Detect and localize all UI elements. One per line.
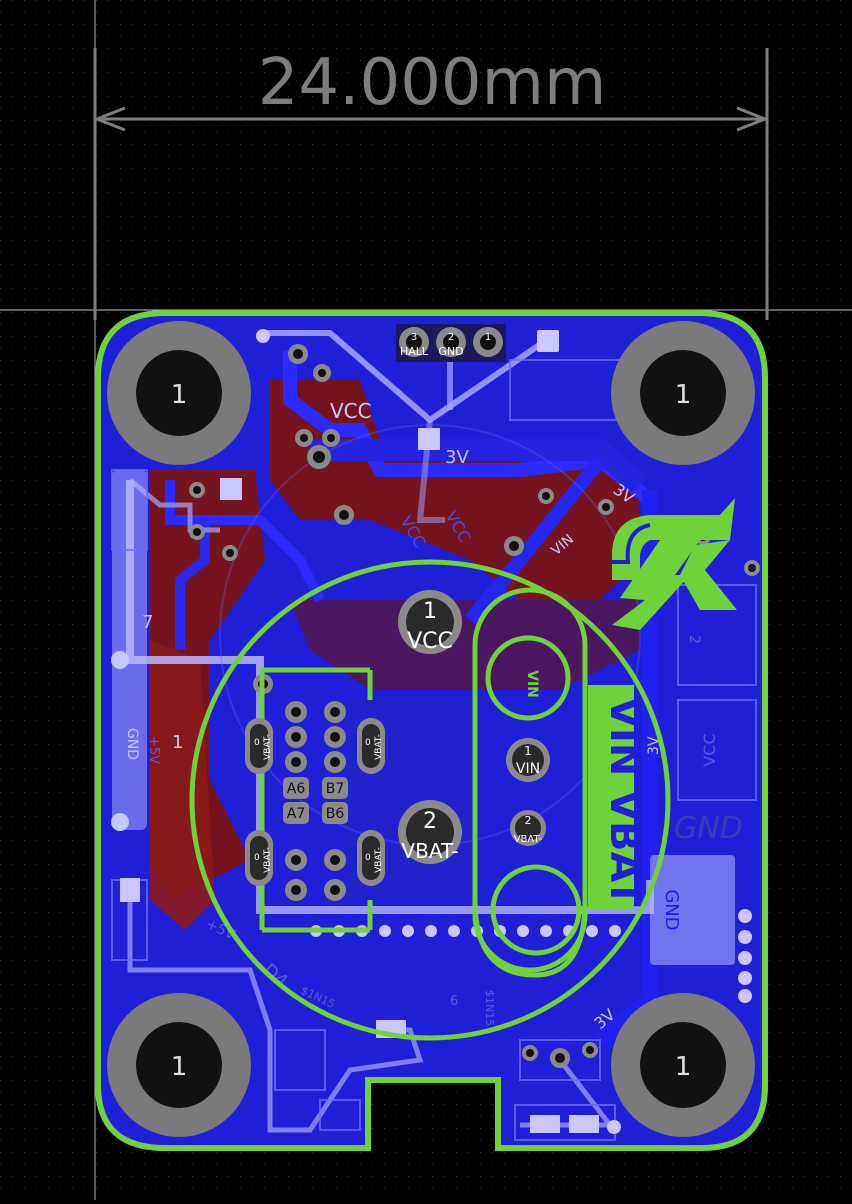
silk-part-b: $1N15 — [483, 990, 496, 1026]
hall-connector[interactable]: 3 2 1 HALL GND — [396, 324, 506, 362]
silk-route-bottom — [127, 890, 424, 1133]
pin-b7: B7 — [326, 781, 345, 797]
pin-a7: A7 — [287, 806, 305, 822]
oval-pad-label: VBAT- — [263, 847, 273, 873]
trace-vin — [464, 455, 606, 625]
silk-gnd-left: GND — [124, 728, 140, 760]
pad-vbat-number: 2 — [423, 809, 437, 834]
mounting-hole-label: 1 — [171, 1052, 188, 1082]
pad-vcc[interactable]: 1 VCC — [398, 590, 462, 654]
silk-bar-left — [112, 470, 147, 830]
oval-pad-num: 0 — [365, 853, 371, 863]
mounting-hole-label: 1 — [171, 380, 188, 410]
oval-pad-label: VBAT- — [374, 847, 384, 873]
oval-pad-label: VBAT- — [374, 734, 384, 760]
oval-pad-num: 0 — [254, 853, 260, 863]
silk-right-vcc: VCC — [700, 733, 719, 766]
silk-one-left: 1 — [172, 732, 183, 753]
connector-label-gnd: GND — [438, 345, 463, 358]
usb-pads[interactable]: 0 VBAT- 0 VBAT- 0 VBAT- 0 VBAT- — [245, 718, 385, 886]
trace-left-2 — [175, 525, 210, 650]
pad-vin-label: VIN — [516, 761, 540, 777]
pad-vbat-label: VBAT- — [401, 839, 458, 863]
oval-pad-left-top[interactable]: 0 VBAT- — [245, 718, 273, 774]
mounting-hole-bl[interactable]: 1 — [107, 993, 251, 1137]
silk-pads — [120, 330, 599, 1133]
pad-vbat[interactable]: 2 VBAT- — [398, 800, 462, 864]
pad-vin-number: 1 — [524, 744, 532, 758]
silk-route-top — [263, 330, 550, 424]
vbat-vin-block: VIN VBAT VIN — [524, 670, 647, 910]
silk-5v-left: +5V — [146, 736, 161, 764]
silk-vin-small: VIN — [524, 670, 540, 698]
connector-pin-2: 2 — [448, 332, 454, 343]
connector-pin-3: 3 — [411, 332, 417, 343]
mounting-hole-tr[interactable]: 1 — [611, 321, 755, 465]
silk-ref-7: 7 — [142, 612, 153, 633]
battery-outline — [189, 559, 671, 1041]
mounting-hole-br[interactable]: 1 — [611, 993, 755, 1137]
mounting-hole-label: 1 — [675, 1052, 692, 1082]
silk-right-gnd: GND — [674, 811, 743, 846]
usb-pin-grid[interactable]: A6 B7 A7 B6 — [283, 701, 348, 901]
pin-b6: B6 — [326, 806, 345, 822]
pad-vcc-number: 1 — [423, 599, 437, 624]
brand-logo — [612, 498, 737, 630]
oval-pad-label: VBAT- — [263, 734, 273, 760]
silk-vbat-big: VBAT — [601, 790, 647, 907]
oval-pad-right-bottom[interactable]: 0 VBAT- — [357, 830, 385, 886]
silk-route-top-2 — [416, 419, 445, 523]
oval-pad-num: 0 — [365, 738, 371, 748]
pad-vbatm-label: VBAT- — [514, 834, 543, 845]
silk-vcc-top: VCC — [330, 399, 372, 423]
mounting-hole-label: 1 — [675, 380, 692, 410]
silk-vin-big: VIN — [601, 697, 647, 776]
silk-box-gnd — [650, 855, 735, 965]
pad-vbat-minus[interactable]: 2 VBAT- — [510, 810, 546, 846]
connector-label-hall: HALL — [400, 345, 429, 358]
oval-pad-left-bottom[interactable]: 0 VBAT- — [245, 830, 273, 886]
silk-gnd-box: GND — [661, 889, 682, 930]
oval-pad-right-top[interactable]: 0 VBAT- — [357, 718, 385, 774]
board-outline — [95, 310, 768, 1151]
silk-ref-6: 6 — [450, 994, 458, 1009]
copper-region-center — [290, 600, 640, 690]
trace-right-bus — [595, 490, 658, 1047]
trace-3v-bus — [310, 439, 648, 494]
silk-right-2: 2 — [686, 635, 702, 644]
pad-vin[interactable]: 1 VIN — [506, 738, 550, 782]
pad-vbatm-number: 2 — [525, 814, 532, 827]
oval-pad-num: 0 — [254, 738, 260, 748]
dimension-label: 24.000mm — [258, 46, 607, 120]
connector-pin-1: 1 — [485, 332, 491, 343]
dimension-annotation[interactable]: 24.000mm — [92, 46, 770, 320]
mounting-hole-tl[interactable]: 1 — [107, 321, 251, 465]
pin-a6: A6 — [287, 781, 306, 797]
pad-vcc-label: VCC — [407, 629, 453, 654]
silk-3v: 3V — [445, 447, 469, 468]
